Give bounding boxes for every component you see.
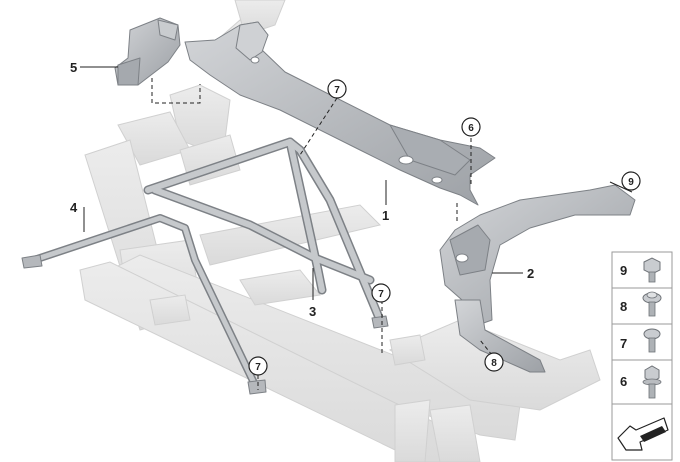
callout-part-3: 3 (309, 304, 316, 319)
legend-item-8-label: 8 (620, 299, 627, 314)
marker-7-bottom-label: 7 (255, 362, 261, 373)
legend-item-7-label: 7 (620, 336, 627, 351)
hex-bolt-icon (643, 257, 661, 283)
part-4-strut (21, 214, 267, 395)
marker-7-top: 7 (327, 79, 347, 99)
dashed-guides (151, 78, 493, 390)
marker-6-label: 6 (468, 123, 474, 134)
marker-7-mid-label: 7 (378, 289, 384, 300)
marker-7-bottom: 7 (248, 356, 268, 376)
marker-7-mid: 7 (371, 283, 391, 303)
hex-flange-bolt-icon (642, 365, 662, 399)
marker-9-label: 9 (628, 177, 634, 188)
marker-6: 6 (461, 117, 481, 137)
leader-lines (80, 66, 633, 300)
torx-screw-icon (643, 328, 661, 353)
part-3-cross-brace (143, 137, 389, 329)
callout-part-5: 5 (70, 60, 77, 75)
callout-part-1: 1 (382, 208, 389, 223)
fastener-legend: 9 8 7 6 (611, 251, 673, 461)
callout-part-2: 2 (527, 266, 534, 281)
part-1-upper-crossmember (184, 21, 496, 206)
callout-part-4: 4 (70, 200, 78, 215)
part-2-side-bracket (439, 184, 636, 373)
part-5-bracket (114, 17, 181, 86)
legend-item-9-label: 9 (620, 263, 627, 278)
marker-8-label: 8 (491, 358, 497, 369)
direction-arrow-icon (617, 417, 669, 451)
marker-9: 9 (621, 171, 641, 191)
marker-8: 8 (484, 352, 504, 372)
marker-7-top-label: 7 (334, 85, 340, 96)
flange-screw-icon (642, 291, 662, 317)
legend-item-6-label: 6 (620, 374, 627, 389)
